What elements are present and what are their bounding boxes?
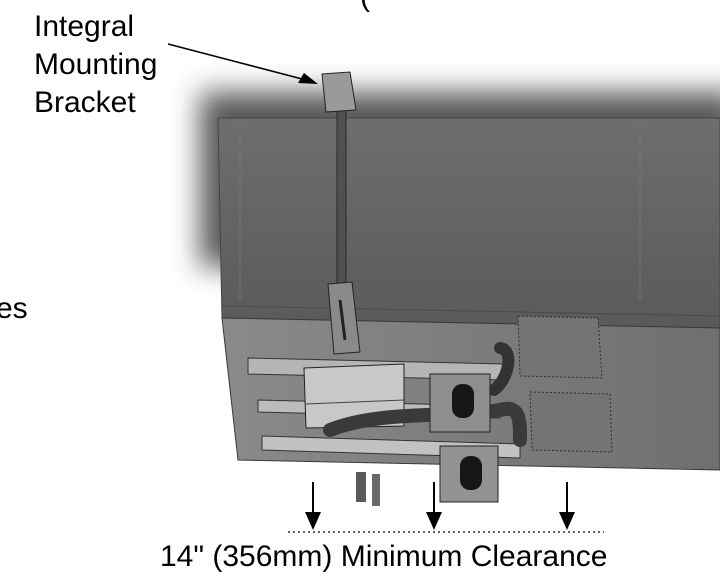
clearance-label: 14" (356mm) Minimum Clearance: [160, 540, 608, 573]
top-partial-label: (: [360, 0, 370, 16]
left-partial-label: es: [0, 292, 28, 325]
leader-arrow-icon: [167, 43, 307, 81]
bracket-label-line1: Integral: [34, 10, 135, 43]
mounting-bracket-bottom: [327, 281, 361, 355]
cabinet-body: [217, 117, 720, 329]
vent-pipe: [488, 342, 515, 396]
mounting-bracket-label: Integral Mounting Bracket: [34, 8, 157, 122]
access-panel-top: [517, 315, 603, 379]
arrow-down-icon: [305, 482, 321, 530]
access-panel-bottom: [529, 391, 613, 453]
arrow-down-icon: [426, 482, 442, 530]
hanger-rod: [336, 107, 347, 289]
bracket-label-line3: Bracket: [34, 86, 136, 119]
mounting-bracket-top: [321, 71, 357, 113]
bracket-label-line2: Mounting: [34, 48, 158, 81]
arrow-down-icon: [559, 482, 575, 530]
